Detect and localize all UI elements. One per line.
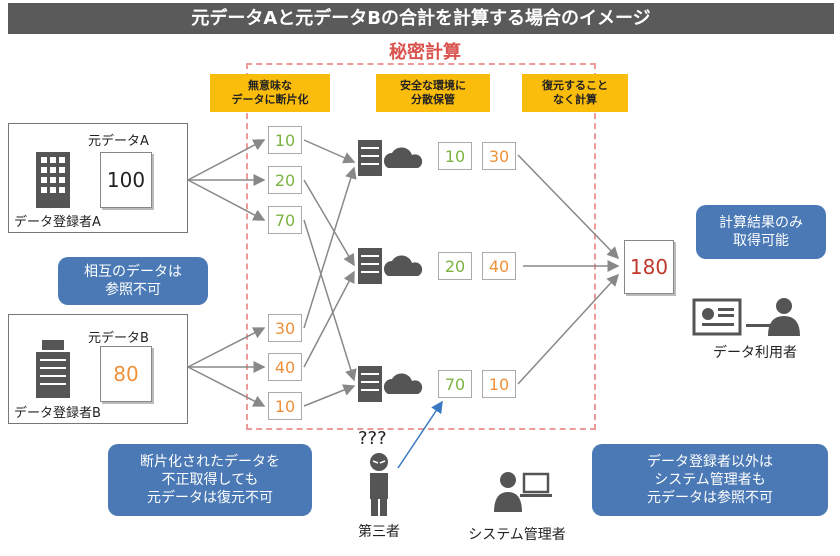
third-party-icon xyxy=(364,452,394,522)
document-a-value: 100 xyxy=(106,168,146,192)
fragment-b-3: 10 xyxy=(268,392,302,420)
document-b-value: 80 xyxy=(113,362,139,386)
fragment-b-2: 40 xyxy=(268,353,302,381)
system-admin-icon xyxy=(494,470,554,518)
data-user-icon xyxy=(692,296,810,344)
secure-computation-title: 秘密計算 xyxy=(389,42,461,63)
step-compute-label: 復元すること なく計算 xyxy=(522,74,628,112)
third-party-label: 第三者 xyxy=(358,524,400,540)
registrant-b-name: データ登録者B xyxy=(14,406,101,421)
result-value: 180 xyxy=(629,255,669,279)
system-admin-label: システム管理者 xyxy=(468,527,566,543)
registrant-a-doc-label: 元データA xyxy=(88,134,149,149)
question-marks: ??? xyxy=(358,428,387,449)
server-cloud-icon xyxy=(358,138,428,182)
server-cloud-icon xyxy=(358,364,428,408)
document-b: 80 xyxy=(100,346,152,402)
fragment-theft-bubble: 断片化されたデータを 不正取得しても 元データは復元不可 xyxy=(108,444,312,516)
server-3-value-a: 70 xyxy=(438,370,472,398)
result-only-bubble: 計算結果のみ 取得可能 xyxy=(696,205,826,259)
document-a: 100 xyxy=(100,152,152,208)
server-cloud-icon xyxy=(358,246,428,290)
step-fragment-label: 無意味な データに断片化 xyxy=(210,74,330,112)
registrant-b-doc-label: 元データB xyxy=(88,331,149,346)
fragment-b-1: 30 xyxy=(268,314,302,342)
admin-access-bubble: データ登録者以外は システム管理者も 元データは参照不可 xyxy=(592,444,828,516)
building-icon xyxy=(36,152,70,212)
diagram-title: 元データAと元データBの合計を計算する場合のイメージ xyxy=(8,3,834,34)
data-user-label: データ利用者 xyxy=(713,345,797,361)
fragment-a-3: 70 xyxy=(268,206,302,234)
secure-computation-area xyxy=(246,63,596,430)
fragment-a-1: 10 xyxy=(268,126,302,154)
registrant-a-name: データ登録者A xyxy=(14,215,101,230)
server-3-value-b: 10 xyxy=(482,370,516,398)
fragment-a-2: 20 xyxy=(268,166,302,194)
server-1-value-b: 30 xyxy=(482,142,516,170)
step-distribute-label: 安全な環境に 分散保管 xyxy=(376,74,490,112)
server-1-value-a: 10 xyxy=(438,142,472,170)
server-2-value-a: 20 xyxy=(438,252,472,280)
server-rack-icon xyxy=(36,340,70,402)
mutual-access-bubble: 相互のデータは 参照不可 xyxy=(58,257,208,305)
server-2-value-b: 40 xyxy=(482,252,516,280)
result-document: 180 xyxy=(624,240,674,294)
